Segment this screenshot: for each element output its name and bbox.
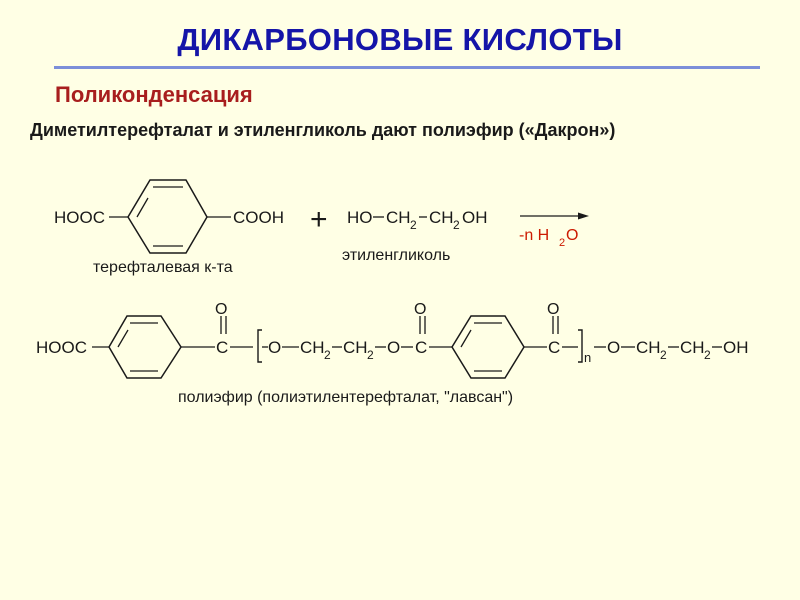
benzene-ring-2: [108, 315, 182, 379]
carbonyl-double-bond-3: [552, 316, 559, 334]
glycol-sub-b: 2: [453, 218, 460, 232]
carbonyl-o3: O: [547, 301, 559, 318]
section-heading: Поликонденсация: [55, 82, 253, 107]
glycol-oh: OH: [462, 208, 488, 227]
polymer-sub-c: 2: [660, 348, 667, 362]
glycol-ch-a: CH: [386, 208, 411, 227]
carbonyl-c3: C: [548, 338, 560, 357]
glycol-ho: HO: [347, 208, 373, 227]
terephthalic-acid-structure: HOOC COOH: [54, 179, 284, 254]
byproduct-suffix: O: [566, 227, 578, 244]
byproduct-prefix: -n H: [519, 227, 549, 244]
carbonyl-c2: C: [415, 338, 427, 357]
polyester-structure: HOOC C O O CH 2 CH 2 O C O: [36, 301, 749, 379]
ester-o2: O: [387, 338, 400, 357]
reaction-description: Диметилтерефталат и этиленгликоль дают п…: [30, 120, 616, 140]
ester-o3: O: [607, 338, 620, 357]
polyester-name-label: полиэфир (полиэтилентерефталат, "лавсан"…: [178, 389, 513, 406]
benzene-ring-3: [451, 315, 525, 379]
polymer-sub-d: 2: [704, 348, 711, 362]
hooc-group-left: HOOC: [54, 208, 105, 227]
plus-sign: +: [310, 203, 328, 236]
repeat-bracket-left: [257, 329, 262, 363]
byproduct-sub: 2: [559, 237, 565, 249]
benzene-ring-3-double-bonds: [460, 322, 502, 372]
polymer-ch-c: CH: [636, 338, 661, 357]
carbonyl-double-bond-1: [220, 316, 227, 334]
polymer-sub-a: 2: [324, 348, 331, 362]
repeat-count-n: n: [584, 350, 591, 365]
glycol-name-label: этиленгликоль: [342, 247, 450, 264]
polymer-ch-b: CH: [343, 338, 368, 357]
ester-o1: O: [268, 338, 281, 357]
glycol-sub-a: 2: [410, 218, 417, 232]
carbonyl-double-bond-2: [419, 316, 426, 334]
title-underline: [54, 66, 760, 69]
carbonyl-c1: C: [216, 338, 228, 357]
slide-title: ДИКАРБОНОВЫЕ КИСЛОТЫ: [177, 22, 623, 57]
repeat-bracket-right: [578, 329, 583, 363]
polymer-sub-b: 2: [367, 348, 374, 362]
polymer-oh: OH: [723, 338, 749, 357]
polymer-ch-a: CH: [300, 338, 325, 357]
ethylene-glycol-structure: HO CH 2 CH 2 OH: [347, 208, 488, 232]
water-byproduct: -n H 2 O: [519, 227, 578, 249]
benzene-ring-1: [127, 179, 208, 254]
reaction-arrow: [520, 212, 589, 220]
polymer-hooc: HOOC: [36, 338, 87, 357]
benzene-ring-2-double-bonds: [117, 322, 158, 372]
polymer-ch-d: CH: [680, 338, 705, 357]
cooh-group-right: COOH: [233, 208, 284, 227]
carbonyl-o2: O: [414, 301, 426, 318]
glycol-ch-b: CH: [429, 208, 454, 227]
benzene-ring-1-double-bonds: [136, 186, 183, 247]
carbonyl-o1: O: [215, 301, 227, 318]
acid-name-label: терефталевая к-та: [93, 259, 233, 276]
